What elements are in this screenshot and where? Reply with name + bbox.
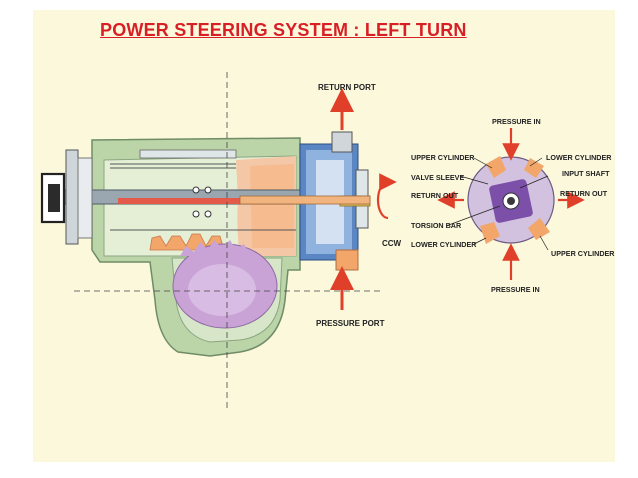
return-out-left-label: RETURN OUT <box>411 191 459 200</box>
return-out-right-label: RETURN OUT <box>560 189 608 198</box>
callout-lines <box>445 157 549 251</box>
pressure-in-top-label: PRESSURE IN <box>492 117 541 126</box>
left-end-cap <box>40 149 93 245</box>
valve-cross-section <box>467 156 555 244</box>
upper-cylinder-left-label: UPPER CYLINDER <box>411 153 475 162</box>
rack-piston-slot <box>118 198 296 204</box>
torsion-bar <box>239 195 371 205</box>
page-title: POWER STEERING SYSTEM : LEFT TURN <box>100 20 467 40</box>
pressure-fluid-inner <box>250 164 294 248</box>
bearing-balls <box>192 186 212 218</box>
ccw-label: CCW <box>382 239 402 248</box>
pressure-in-bottom-label: PRESSURE IN <box>491 285 540 294</box>
rack-teeth <box>149 233 225 251</box>
input-shaft-label: INPUT SHAFT <box>562 169 610 178</box>
lower-cylinder-right-label: LOWER CYLINDER <box>546 153 612 162</box>
sector-gear <box>172 240 278 329</box>
torsion-bar-label: TORSION BAR <box>411 221 462 230</box>
upper-cylinder-right-label: UPPER CYLINDER <box>551 249 615 258</box>
return-port-label: RETURN PORT <box>318 83 376 92</box>
ccw-rotation-arrow <box>376 173 397 220</box>
cylinder-wall <box>110 149 296 231</box>
valve-sleeve-label: VALVE SLEEVE <box>411 173 464 182</box>
pressure-port-label: PRESSURE PORT <box>316 319 385 328</box>
lower-cylinder-left-label: LOWER CYLINDER <box>411 240 477 249</box>
